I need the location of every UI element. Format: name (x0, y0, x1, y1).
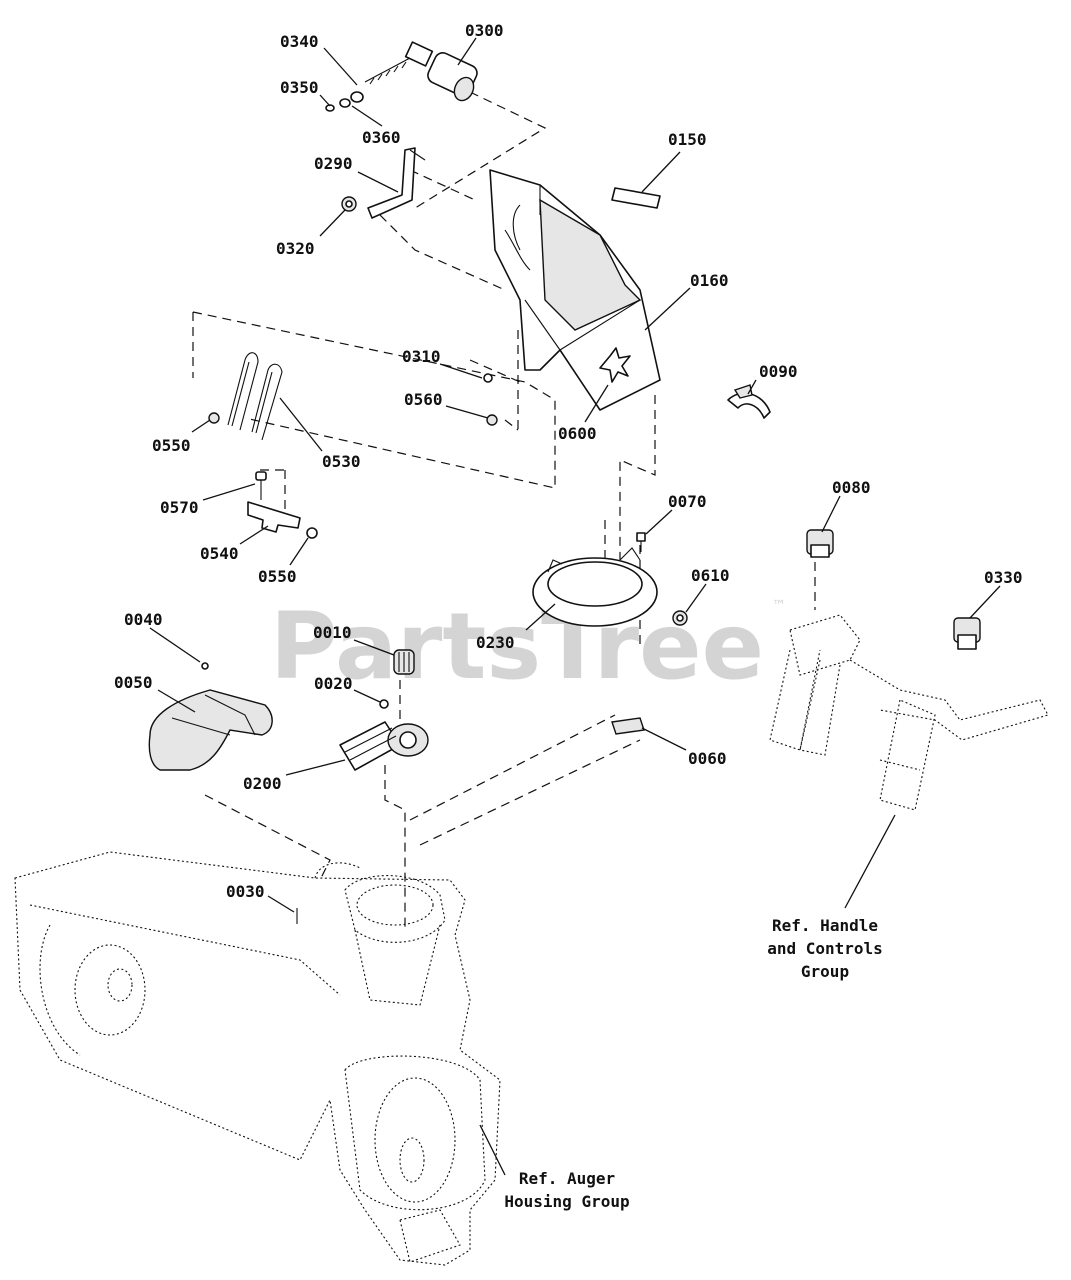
callout-0150: 0150 (668, 130, 707, 149)
bolt-0570 (255, 471, 267, 500)
callout-0050: 0050 (114, 673, 153, 692)
callout-0350: 0350 (280, 78, 319, 97)
callout-0610: 0610 (691, 566, 730, 585)
ref-auger-line-2: Housing Group (504, 1192, 629, 1211)
callout-0360: 0360 (362, 128, 401, 147)
washers-0350-0360 (325, 91, 364, 112)
ref-handle-line-1: Ref. Handle (772, 916, 878, 935)
assembly-dashed-lines (192, 91, 816, 930)
callout-0030: 0030 (226, 882, 265, 901)
callout-0530: 0530 (322, 452, 361, 471)
screw-0020 (379, 699, 389, 709)
callout-0020: 0020 (314, 674, 353, 693)
callout-0550-lower: 0550 (258, 567, 297, 586)
nut-0550-upper (208, 412, 220, 424)
bracket-0290 (367, 147, 426, 219)
nut-0560 (486, 414, 498, 426)
nut-0610 (672, 610, 688, 626)
knob-0010 (393, 649, 415, 675)
callout-0570: 0570 (160, 498, 199, 517)
handle-controls-ghost (769, 614, 1049, 811)
callout-0040: 0040 (124, 610, 163, 629)
ref-handle-line-2: and Controls (767, 939, 883, 958)
watermark-trademark: ™ (772, 598, 786, 614)
cable-0530 (227, 352, 283, 441)
ref-auger-line-1: Ref. Auger (519, 1169, 615, 1188)
bolt-0310 (483, 373, 493, 383)
callout-0310: 0310 (402, 347, 441, 366)
callout-0560: 0560 (404, 390, 443, 409)
callout-0550-upper: 0550 (152, 436, 191, 455)
callout-0340: 0340 (280, 32, 319, 51)
callout-labels: 0340 0300 0350 0360 0290 0150 0320 0160 … (114, 21, 1023, 901)
callout-0060: 0060 (688, 749, 727, 768)
callout-0330: 0330 (984, 568, 1023, 587)
screw-0040 (201, 662, 209, 670)
auger-housing-ghost (14, 851, 501, 1266)
nut-0550-lower (306, 527, 318, 539)
callout-0300: 0300 (465, 21, 504, 40)
callout-0320: 0320 (276, 239, 315, 258)
callout-0230: 0230 (476, 633, 515, 652)
bracket-0060 (611, 717, 645, 735)
callout-0070: 0070 (668, 492, 707, 511)
gearbox-0200 (339, 721, 429, 771)
cover-0050 (148, 689, 273, 771)
callout-0540: 0540 (200, 544, 239, 563)
callout-0200: 0200 (243, 774, 282, 793)
handle-grip-0330 (953, 617, 981, 650)
callout-0090: 0090 (759, 362, 798, 381)
clip-0090 (727, 384, 771, 419)
leader-lines (149, 37, 1001, 1176)
ref-handle-line-3: Group (801, 962, 849, 981)
callout-0600: 0600 (558, 424, 597, 443)
ref-handle-controls-label: Ref. Handle and Controls Group (767, 916, 883, 981)
motor-0300 (364, 41, 478, 102)
decal-0150 (611, 187, 661, 209)
callout-0290: 0290 (314, 154, 353, 173)
callout-0160: 0160 (690, 271, 729, 290)
ref-auger-housing-label: Ref. Auger Housing Group (504, 1169, 629, 1211)
callout-0010: 0010 (313, 623, 352, 642)
nut-0320 (341, 196, 357, 212)
chute-0160 (489, 169, 661, 411)
handle-grip-0080 (806, 529, 834, 558)
bracket-0540 (247, 501, 301, 533)
ring-0230 (532, 547, 658, 627)
callout-0080: 0080 (832, 478, 871, 497)
bolt-0070 (636, 532, 646, 552)
